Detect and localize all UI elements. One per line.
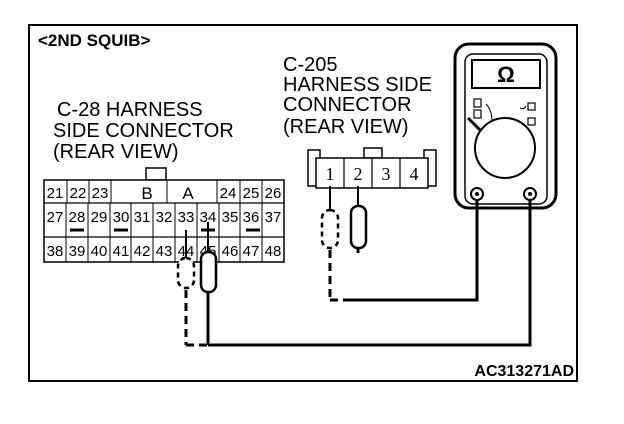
figure-code: AC313271AD (474, 363, 574, 380)
c28-pin-label: 40 (91, 243, 108, 260)
right-label-line: CONNECTOR (283, 94, 412, 116)
c28-pin-label: 25 (243, 185, 260, 202)
c28-lock-tab (145, 167, 167, 181)
c205-pins: 1 2 3 4 (326, 164, 419, 184)
c28-pin-label: 37 (265, 209, 282, 226)
c28-pin-label: B (141, 184, 152, 203)
c28-solid-probe (199, 222, 218, 345)
c28-pin-label: 27 (47, 209, 64, 226)
c28-pin-label: 22 (70, 185, 87, 202)
c28-pin-label: 41 (113, 243, 130, 260)
c205-pin-label: 2 (354, 164, 363, 184)
c28-pin-label: 24 (220, 185, 237, 202)
c28-pin-label: 46 (222, 243, 239, 260)
left-connector-label: C-28 HARNESS SIDE CONNECTOR (REAR VIEW) (53, 99, 239, 163)
c28-connector: 21 22 23 B A 24 25 26 27 28 29 30 31 32 … (43, 167, 285, 263)
right-label-line: C-205 (283, 54, 337, 76)
right-connector-label: C-205 HARNESS SIDE CONNECTOR (REAR VIEW) (283, 54, 438, 138)
c28-pin-label: 28 (69, 209, 86, 226)
ohm-symbol: Ω (497, 62, 515, 87)
c205-pin-label: 1 (326, 164, 335, 184)
c28-pin-label: A (182, 184, 194, 203)
c28-row1-pins: 21 22 23 B A 24 25 26 (47, 184, 282, 203)
c205-connector: 1 2 3 4 (307, 147, 437, 189)
test-leads (176, 186, 532, 347)
wire-to-meter-left (350, 200, 479, 302)
c205-pin-label: 4 (410, 164, 419, 184)
c28-pin-label: 34 (200, 209, 217, 226)
c28-pin-label: 36 (243, 209, 260, 226)
diagram-title: <2ND SQUIB> (38, 31, 150, 50)
c28-pin-label: 39 (69, 243, 86, 260)
c28-pin-label: 30 (113, 209, 130, 226)
meter-display (471, 59, 541, 89)
c28-pin-label: 42 (134, 243, 151, 260)
c205-dashed-probe (320, 186, 340, 300)
left-label-line: (REAR VIEW) (53, 141, 179, 163)
right-label-line: (REAR VIEW) (283, 116, 409, 138)
c28-pin-label: 23 (92, 185, 109, 202)
wire-to-meter-right (208, 200, 532, 347)
c28-pin-label: 38 (47, 243, 64, 260)
c28-body (43, 179, 285, 263)
c205-solid-probe (349, 186, 368, 253)
c205-pin-label: 3 (382, 164, 391, 184)
c28-pin-label: 47 (243, 243, 260, 260)
ohmmeter: Ω (453, 42, 558, 210)
c28-row3-pins: 38 39 40 41 42 43 44 45 46 47 48 (47, 243, 282, 260)
left-label-line: SIDE CONNECTOR (53, 120, 234, 142)
c28-pin-label: 21 (47, 185, 64, 202)
meter-dial (474, 117, 536, 179)
c28-dashed-probe (176, 230, 196, 345)
c28-row2-pins: 27 28 29 30 31 32 33 34 35 36 37 (47, 209, 282, 226)
c205-lock-tab (363, 147, 383, 159)
c28-pin-label: 48 (265, 243, 282, 260)
c28-pin-label: 32 (156, 209, 173, 226)
left-label-line: C-28 HARNESS (57, 99, 203, 121)
c28-pin-label: 43 (156, 243, 173, 260)
c28-pin-label: 31 (134, 209, 151, 226)
c28-pin-label: 29 (91, 209, 108, 226)
c28-pin-label: 26 (265, 185, 282, 202)
right-label-line: HARNESS SIDE (283, 74, 432, 96)
diagram-frame (28, 24, 578, 382)
c28-pin-label: 35 (222, 209, 239, 226)
c28-pin-label: 33 (178, 209, 195, 226)
